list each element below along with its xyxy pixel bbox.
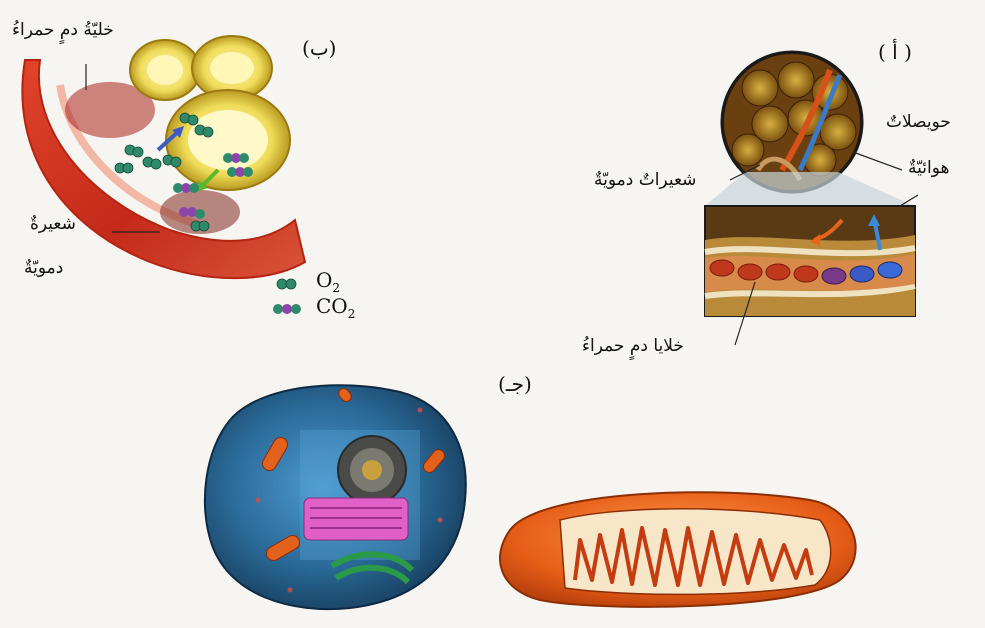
panel-b-artwork [22, 36, 305, 314]
label-red-blood-cell: خليّةُ دمٍ حمراءُ [12, 20, 114, 40]
legend-co2: CO2 [316, 294, 355, 321]
label-alveoli-line2: هوائيّةٌ [908, 158, 949, 178]
label-red-blood-cells: خلايا دمٍ حمراءُ [582, 336, 684, 356]
legend-co2-icon [273, 304, 301, 314]
panel-c-tag: (جـ) [498, 372, 532, 396]
panel-a-tag: ( أ ) [878, 40, 912, 64]
legend-o2-icon [277, 279, 296, 289]
panel-b-tag: (ب) [302, 36, 336, 60]
mitochondrion [500, 492, 856, 607]
legend-o2: O2 [316, 268, 340, 295]
label-capillary-line1: شعيرةٌ [30, 214, 76, 234]
label-alveoli-line1: حويصلاتٌ [886, 112, 951, 132]
panel-c-artwork [205, 385, 856, 609]
leader-alveoli [853, 152, 902, 170]
label-capillaries: شعيراتٌ دمويّةٌ [594, 170, 696, 190]
endoplasmic-reticulum [304, 498, 408, 540]
label-capillary-line2: دمويّةٌ [24, 258, 63, 278]
panel-a-artwork [705, 50, 918, 345]
